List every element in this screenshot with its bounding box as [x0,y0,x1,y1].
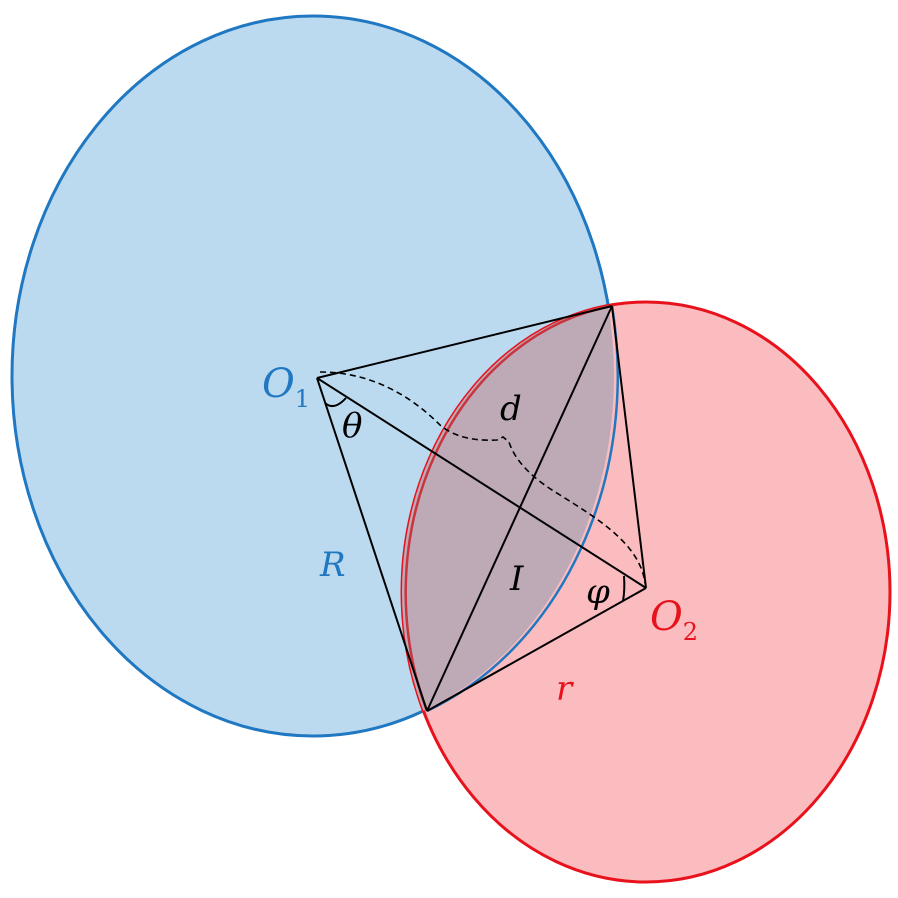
line-o1-bottom [316,377,428,712]
lens-arc-blue [426,305,619,713]
label-o1: O1 [262,361,310,413]
distance-brace [319,371,646,584]
label-big-radius: R [319,545,346,585]
label-intersection: I [509,559,524,599]
label-theta: θ [342,406,362,446]
construction-lines [316,305,647,712]
label-phi: φ [586,572,610,612]
label-o2: O2 [650,594,698,646]
phi-angle-arc [622,575,626,602]
line-top-o2 [611,305,647,589]
line-o1-top [316,305,613,379]
theta-angle-arc [324,397,347,408]
label-small-radius: r [556,669,574,709]
overlap-lens [402,302,614,736]
label-distance: d [500,389,522,429]
line-o1-o2 [316,377,647,589]
line-bottom-o2 [426,587,647,712]
chord-line [426,305,613,712]
